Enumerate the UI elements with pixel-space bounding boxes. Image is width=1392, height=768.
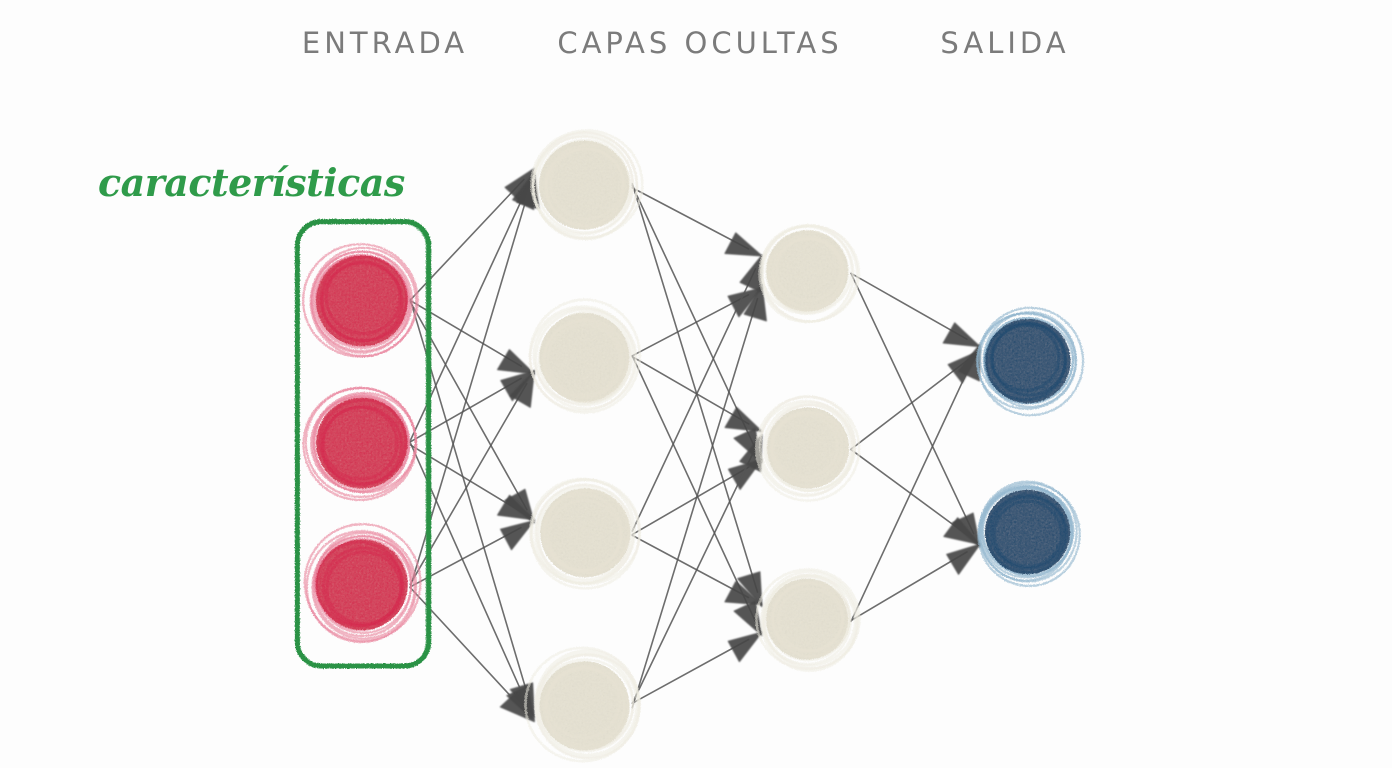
network-nodes — [302, 129, 1085, 763]
column-header-entrada: ENTRADA — [301, 26, 469, 60]
features-annotation-label: características — [98, 160, 405, 205]
connection-edges — [409, 167, 981, 723]
column-header-salida: SALIDA — [940, 26, 1070, 60]
features-group-box — [294, 219, 432, 669]
column-header-capas-ocultas: CAPAS OCULTAS — [557, 26, 843, 60]
